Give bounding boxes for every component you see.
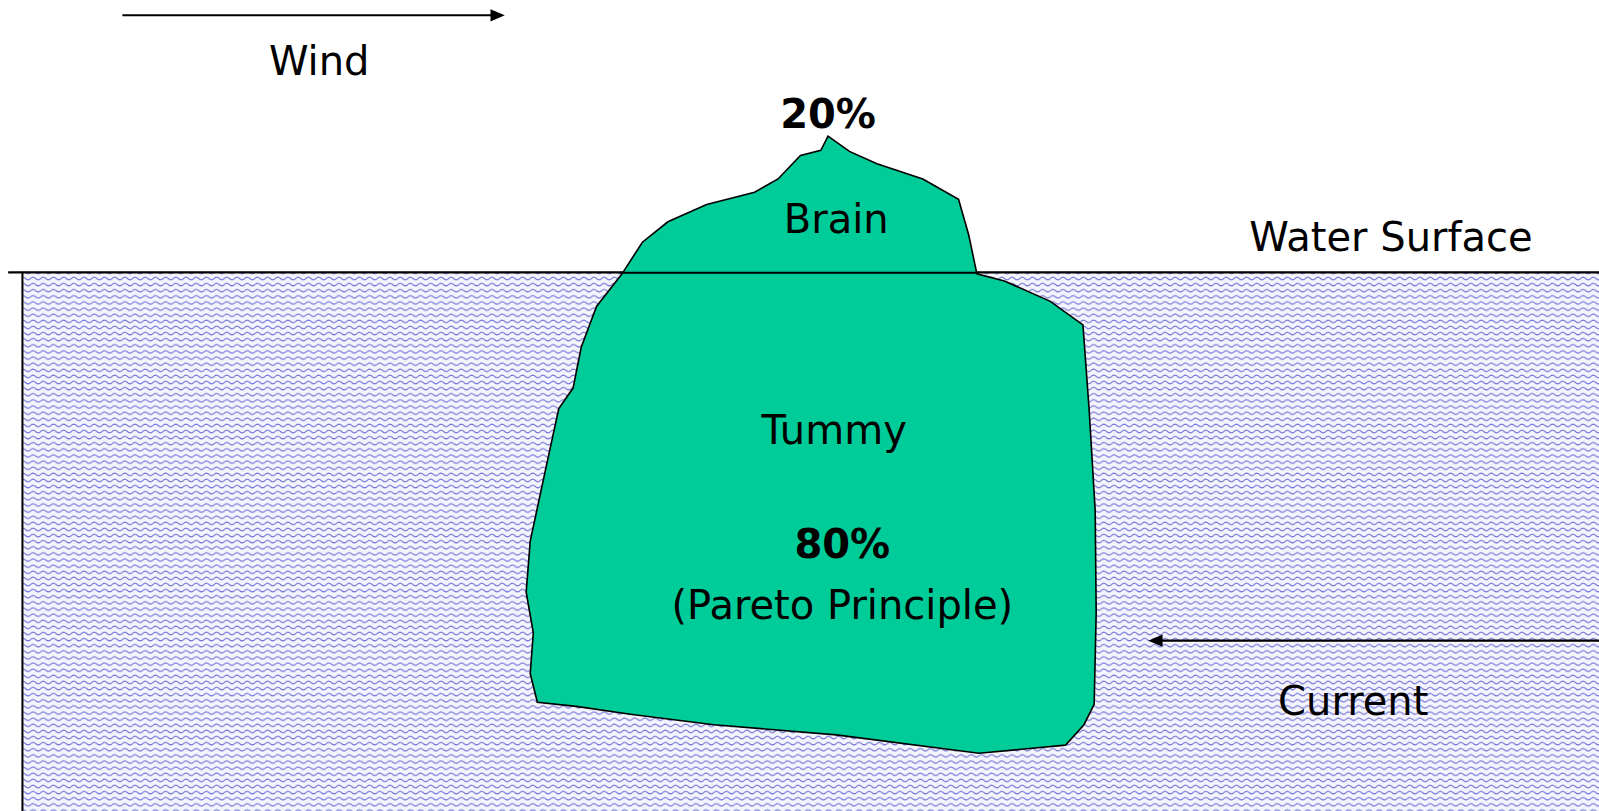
waterline — [620, 271, 979, 273]
current-arrow-line — [1160, 640, 1599, 642]
water-surface-label: Water Surface — [1249, 214, 1532, 260]
iceberg-body — [526, 136, 1096, 753]
note-label: (Pareto Principle) — [671, 582, 1013, 628]
water-left-edge — [21, 272, 23, 811]
water-surface-line — [8, 271, 1599, 273]
current-arrow-head — [1148, 635, 1162, 647]
iceberg-shape: 20% BrainTummy 80% (Pareto Principle) — [518, 80, 1101, 760]
percent-label: 80% — [794, 521, 890, 567]
wind-label: Wind — [269, 38, 370, 84]
part-label: Tummy — [762, 407, 907, 453]
current-label: Current — [1278, 678, 1428, 724]
wind-arrow-head — [491, 9, 505, 21]
percent-label: 20% — [780, 91, 876, 137]
wind-arrow-line — [122, 14, 493, 16]
part-label: Brain — [784, 196, 889, 242]
